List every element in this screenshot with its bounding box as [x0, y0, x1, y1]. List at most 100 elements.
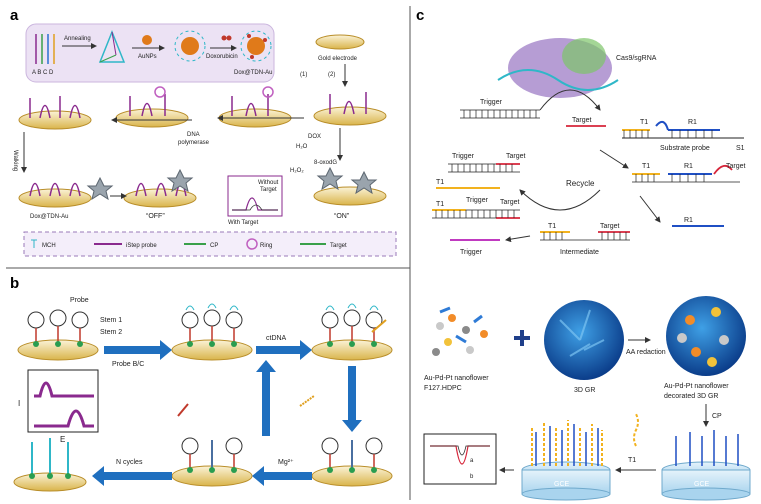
trigger-bottom-label: Trigger — [460, 249, 483, 256]
aa-label: AA redaction — [626, 349, 666, 356]
t1-c-label: T1 — [436, 179, 444, 186]
oxodg-label: 8-oxodG — [314, 160, 337, 166]
without-target-label-2: Target — [260, 187, 277, 193]
arrow-probe-bc — [104, 340, 172, 360]
decorated-label-1: Au-Pd-Pt nanoflower — [664, 383, 729, 390]
axis-e-label: E — [60, 435, 65, 444]
intermediate-label: Intermediate — [560, 249, 599, 256]
r1-label: R1 — [688, 119, 697, 126]
dox-tdn-au-label: Dox@TDN-Au — [234, 70, 272, 76]
off-label: “OFF” — [146, 213, 165, 220]
t1-f-label: T1 — [628, 457, 636, 464]
strands-label: A B C D — [32, 70, 54, 76]
electrode-b-3 — [311, 303, 393, 361]
mch-icon — [31, 239, 37, 248]
with-target-label: With Target — [228, 220, 259, 226]
decorated-graphene-icon — [666, 296, 746, 376]
t1-d-label: T1 — [436, 201, 444, 208]
doxorubicin-label: Doxorubicin — [206, 54, 238, 60]
arrow-down — [342, 366, 362, 432]
cas9-icon — [497, 38, 619, 98]
electrode-b-2 — [171, 303, 253, 361]
trigger-c-label: Trigger — [466, 197, 489, 204]
cas9-label: Cas9/sgRNA — [616, 55, 657, 62]
annealing-label: Annealing — [64, 36, 91, 42]
synthesis-box — [25, 23, 275, 83]
axis-i-label: I — [18, 399, 20, 408]
curve-b-label: b — [470, 474, 474, 480]
electrode-b-1 — [17, 309, 99, 361]
gce-right-label: GCE — [694, 481, 710, 488]
arrow-ctdna — [256, 340, 312, 360]
panel-c-label: c — [416, 7, 424, 24]
electrode-b-4 — [311, 437, 393, 487]
decorated-label-2: decorated 3D GR — [664, 393, 718, 400]
panel-c: c Cas9/sgRNA Trigger Target T1 R1 Substr… — [416, 7, 751, 501]
cv-inset — [423, 433, 497, 485]
aunp-icon — [142, 35, 152, 45]
aunps-label: AuNPs — [138, 54, 157, 60]
walking-label: Walking — [12, 150, 18, 171]
arrow-up — [256, 360, 276, 436]
trigger-top-label: Trigger — [480, 99, 503, 106]
aunp-star-icon — [86, 166, 378, 201]
panel-b-label: b — [10, 275, 19, 292]
trigger-left-label: Trigger — [452, 153, 475, 160]
substrate-probe — [622, 120, 744, 139]
dox-tdn-au-label-2: Dox@TDN-Au — [30, 214, 68, 220]
step-2-label: (2) — [328, 72, 335, 78]
legend-istep: iStep probe — [126, 243, 157, 249]
cp-c-label: CP — [712, 413, 722, 420]
h2o2-label: H₂O₂ — [290, 168, 304, 174]
electrode-b-6 — [13, 438, 87, 492]
dna-strands-icon — [35, 34, 55, 64]
gce-left-label: GCE — [554, 481, 570, 488]
panel-a-label: a — [10, 7, 19, 24]
n-cycles-label: N cycles — [116, 459, 143, 466]
arrow-mg — [252, 466, 312, 486]
substrate-probe-label: Substrate probe — [660, 145, 710, 152]
duplex-left — [448, 163, 520, 173]
nanoflower-label-2: F127.HDPC — [424, 385, 462, 392]
electrode-row-top — [18, 86, 387, 130]
aunp-tdn-icon — [174, 30, 206, 62]
duplex-top — [460, 109, 540, 119]
dna-polymerase-label-2: polymerase — [178, 140, 210, 146]
legend-target: Target — [330, 243, 347, 249]
t1-b-label: T1 — [642, 163, 650, 170]
mg-label: Mg²⁺ — [278, 459, 294, 466]
without-target-label-1: Without — [258, 180, 279, 186]
tetrahedron-icon — [98, 29, 126, 63]
curve-a-label: a — [470, 458, 474, 464]
panel-a: a A B C D Annealing AuNPs Doxorubicin — [10, 7, 397, 257]
r1-b-label: R1 — [684, 163, 693, 170]
gr-label: 3D GR — [574, 387, 595, 394]
target-e-label: Target — [600, 223, 620, 230]
gce-electrode-left — [521, 420, 611, 501]
s1-label: S1 — [736, 145, 745, 152]
nanoflower-particles — [432, 306, 488, 356]
target-c-label: Target — [500, 199, 520, 206]
gce-electrode-right — [661, 430, 751, 501]
ctdna-label: ctDNA — [266, 335, 287, 342]
dox-label: DOX — [308, 134, 321, 140]
gold-electrode-label: Gold electrode — [318, 56, 358, 62]
legend-mch: MCH — [42, 243, 56, 249]
electrode-b-5 — [171, 437, 253, 487]
gold-electrode-icon — [315, 34, 365, 50]
t1-e-label: T1 — [548, 223, 556, 230]
dna-polymerase-label-1: DNA — [187, 132, 200, 138]
stem-2-label: Stem 2 — [100, 329, 122, 336]
duplex-intermediate — [540, 231, 630, 241]
ie-inset — [27, 369, 99, 433]
duplex-right — [632, 164, 740, 183]
dox-tdn-au-icon — [240, 30, 272, 62]
nanoflower-label-1: Au-Pd-Pt nanoflower — [424, 375, 489, 382]
legend-ring: Ring — [260, 243, 272, 249]
graphene-sphere-icon — [544, 300, 624, 380]
panel-b: b Probe Stem 1 Stem 2 — [10, 275, 393, 492]
recycle-label: Recycle — [566, 179, 595, 188]
t1-label: T1 — [640, 119, 648, 126]
electrode-row-bottom — [18, 182, 387, 208]
